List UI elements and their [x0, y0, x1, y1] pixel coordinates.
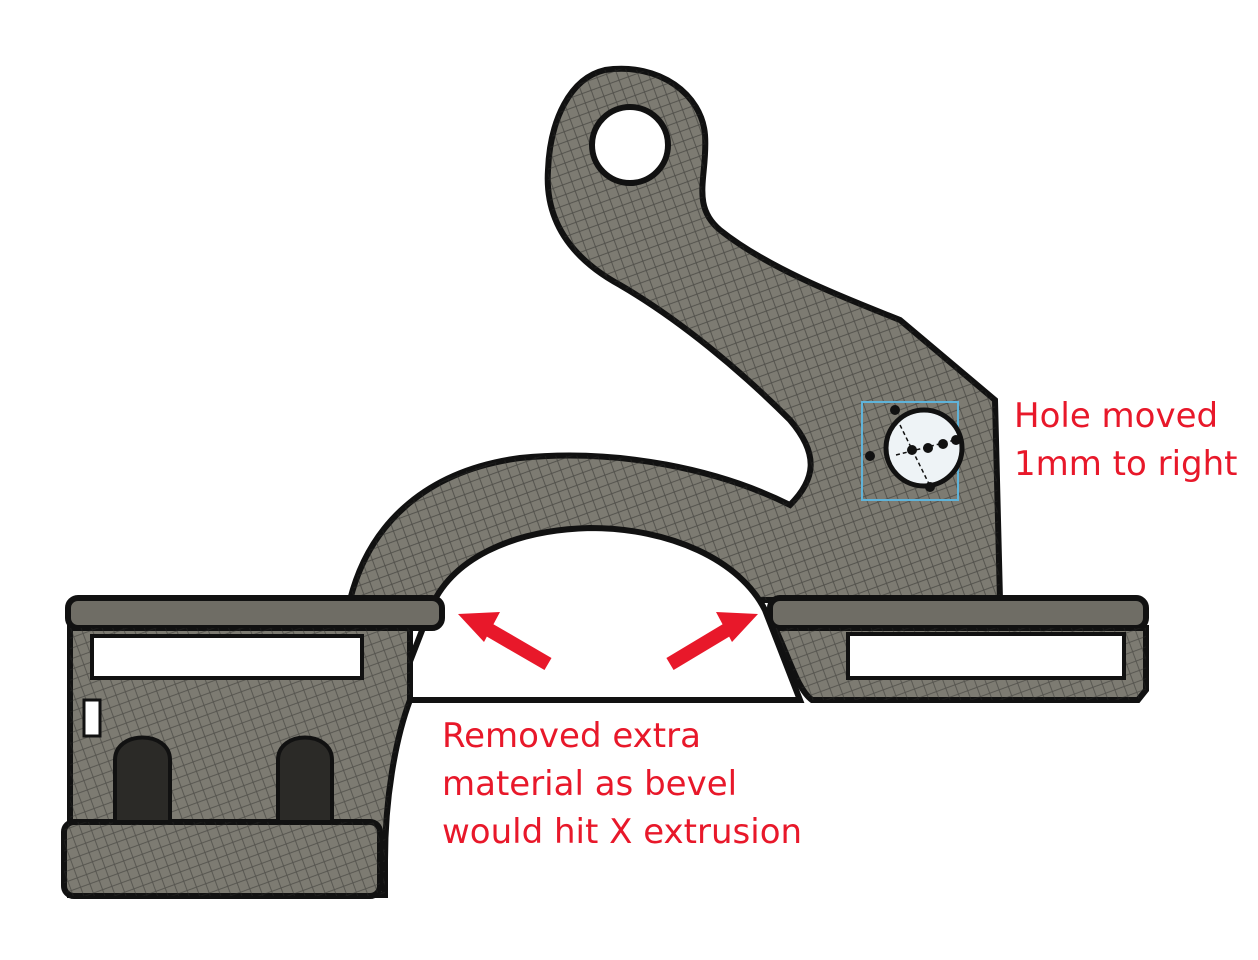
- left-flange: [65, 595, 445, 631]
- right-flange: [767, 595, 1149, 631]
- part-body: [61, 65, 1149, 899]
- left-side-notch: [82, 698, 102, 738]
- left-slot: [90, 634, 364, 680]
- hole-selection-icon: [861, 401, 965, 501]
- arrow-left-up-icon: [458, 612, 552, 671]
- left-boss-1: [113, 735, 172, 824]
- right-slot: [846, 632, 1126, 680]
- arrow-right-up-icon: [666, 612, 758, 671]
- hole-annotation: Hole moved 1mm to right: [1014, 396, 1238, 484]
- left-boss-2: [276, 735, 334, 824]
- eye-hole: [589, 104, 671, 186]
- bevel-annotation: Removed extra material as bevel would hi…: [442, 716, 803, 852]
- arch-opening: [390, 524, 805, 703]
